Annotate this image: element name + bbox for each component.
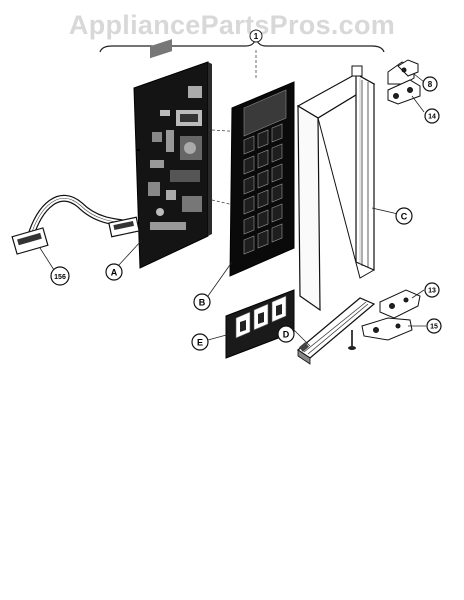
svg-text:13: 13 [428,288,436,295]
callout-156: 156 [50,266,70,286]
callout-d: D [277,325,295,343]
group-bracket [99,37,385,53]
keypad-key [257,209,269,229]
callout-b: B [193,293,211,311]
callout-15: 15 [426,318,442,334]
indicator-panel [225,289,295,359]
bracket-13 [379,289,421,319]
bracket-15 [361,317,413,341]
keypad-key [271,183,283,203]
svg-text:E: E [197,338,203,348]
callout-13: 13 [424,282,440,298]
svg-text:8: 8 [428,80,433,89]
leader-lines [39,73,426,347]
keypad-key [257,149,269,169]
svg-text:C: C [401,212,408,222]
callout-e: E [191,333,209,351]
callout-c: C [395,207,413,225]
keypad-membrane [229,81,295,277]
cable-connector [17,232,42,246]
svg-text:B: B [199,298,206,308]
keypad-key [257,129,269,149]
callout-a: A [105,263,123,281]
callout-8: 8 [422,76,438,92]
keypad-key [243,195,255,215]
svg-text:A: A [111,268,118,278]
keypad-key [271,163,283,183]
ribbon-cable [26,194,136,242]
top-callout-label: 1 [254,32,259,41]
door-frame [296,65,376,312]
keypad-key [243,135,255,155]
watermark: AppliancePartsPros.com [68,10,396,40]
keypad-key [243,235,255,255]
svg-text:D: D [283,330,290,340]
hinge-assembly [387,59,421,105]
svg-text:156: 156 [54,274,66,281]
cable-connector [113,221,134,231]
keypad-key [271,223,283,243]
screw [348,330,356,350]
keypad-key [243,175,255,195]
svg-text:14: 14 [428,114,436,121]
control-board [133,39,212,269]
keypad-key [271,143,283,163]
keypad-key [243,155,255,175]
callout-14: 14 [424,108,440,124]
keypad-key [243,215,255,235]
keypad-key [257,189,269,209]
bottom-channel [297,297,376,365]
keypad-key [271,203,283,223]
keypad-key [257,169,269,189]
keypad-key [271,123,283,143]
keypad-key [257,229,269,249]
svg-text:15: 15 [430,324,438,331]
top-callout-circle [249,29,263,43]
